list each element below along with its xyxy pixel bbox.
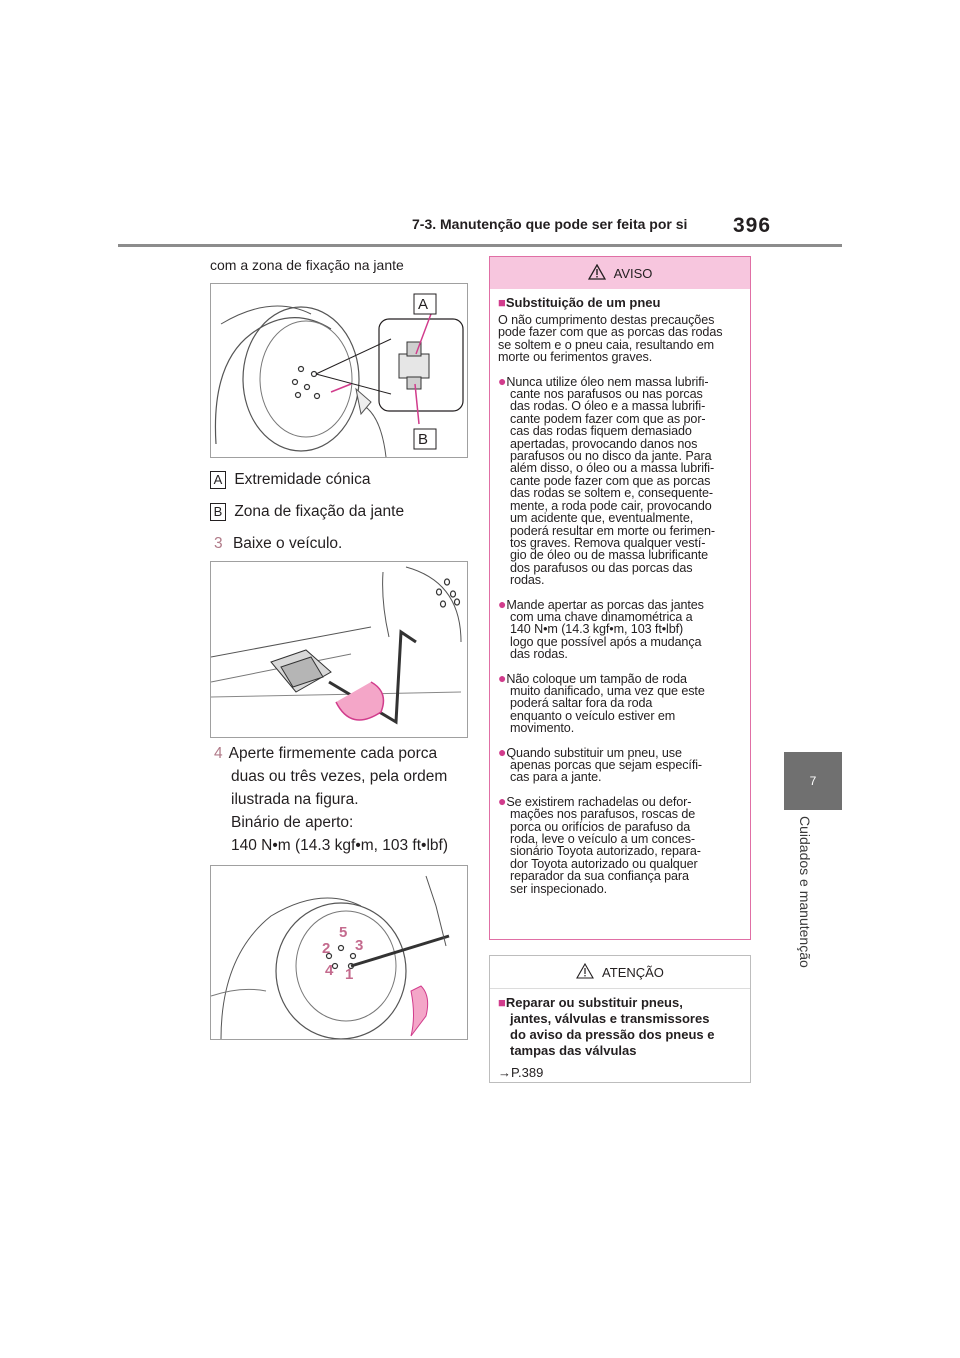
square-bullet-icon: ■ bbox=[498, 295, 506, 310]
notice-body: ■Reparar ou substituir pneus, jantes, vá… bbox=[490, 989, 750, 1081]
step-4-line-5: 140 N•m (14.3 kgf•m, 103 ft•lbf) bbox=[231, 837, 449, 854]
step-3: 3 Baixe o veículo. bbox=[214, 535, 342, 553]
fig1-label-b: B bbox=[418, 431, 429, 448]
header-rule bbox=[118, 244, 842, 247]
step-4-line-4: Binário de aperto: bbox=[231, 814, 354, 831]
warning-heading: ■Substituição de um pneu bbox=[498, 295, 661, 310]
page-reference-link[interactable]: →P.389 bbox=[498, 1065, 544, 1080]
order-2: 2 bbox=[322, 940, 331, 957]
notice-title: ATENÇÃO bbox=[602, 964, 664, 980]
figure-lower-jack bbox=[210, 561, 468, 738]
order-5: 5 bbox=[339, 924, 348, 941]
legend-a-text: Extremidade cónica bbox=[234, 471, 371, 488]
page-number: 396 bbox=[733, 214, 772, 237]
bullet-dot-icon: ● bbox=[498, 372, 507, 389]
step-4-line-1: Aperte firmemente cada porca bbox=[228, 745, 438, 762]
warning-bullet-3: ●Não coloque um tampão de roda muito dan… bbox=[498, 669, 705, 736]
step-3-text: Baixe o veículo. bbox=[232, 535, 343, 552]
bullet-dot-icon: ● bbox=[498, 792, 507, 809]
legend-b: B Zona de fixação da jante bbox=[210, 503, 404, 521]
bullet-dot-icon: ● bbox=[498, 743, 507, 760]
legend-b-text: Zona de fixação da jante bbox=[234, 503, 405, 520]
step-4-number: 4 bbox=[214, 745, 223, 762]
fig1-label-a: A bbox=[418, 296, 429, 313]
legend-a-key: A bbox=[210, 471, 226, 489]
legend-b-key: B bbox=[210, 503, 226, 521]
tighten-order-illustration bbox=[211, 875, 450, 1039]
warning-title: AVISO bbox=[613, 265, 653, 281]
warning-bullet-1: ●Nunca utilize óleo nem massa lubrifi- c… bbox=[498, 372, 715, 588]
order-1: 1 bbox=[345, 966, 354, 983]
step-4-line-3: ilustrada na figura. bbox=[231, 791, 359, 808]
figure-tighten-order: 5 2 3 4 1 bbox=[210, 865, 468, 1040]
bullet-dot-icon: ● bbox=[498, 669, 507, 686]
warning-header: AVISO bbox=[490, 257, 750, 289]
step-4: 4 Aperte firmemente cada porca duas ou tr… bbox=[214, 742, 448, 857]
step-4-line-2: duas ou três vezes, pela ordem bbox=[231, 768, 448, 785]
warning-bullet-5: ●Se existirem rachadelas ou defor- maçõe… bbox=[498, 792, 701, 896]
bullet-dot-icon: ● bbox=[498, 595, 507, 612]
figure-lug-nut: A B bbox=[210, 283, 468, 458]
warning-bullet-4: ●Quando substituir um pneu, use apenas p… bbox=[498, 743, 703, 785]
order-3: 3 bbox=[355, 937, 364, 954]
warning-triangle-icon bbox=[587, 263, 606, 283]
warning-bullet-2: ●Mande apertar as porcas das jantes com … bbox=[498, 595, 704, 662]
square-bullet-icon: ■ bbox=[498, 995, 506, 1010]
legend-a: A Extremidade cónica bbox=[210, 471, 370, 489]
lug-nut-illustration bbox=[214, 293, 464, 457]
section-title: 7-3. Manutenção que pode ser feita por s… bbox=[412, 216, 688, 232]
notice-header: ATENÇÃO bbox=[490, 956, 750, 989]
notice-box: ATENÇÃO ■Reparar ou substituir pneus, ja… bbox=[489, 955, 751, 1083]
order-4: 4 bbox=[325, 962, 334, 979]
lower-jack-illustration bbox=[211, 566, 462, 725]
chapter-tab: 7 bbox=[784, 752, 842, 810]
notice-triangle-icon bbox=[576, 962, 594, 982]
step-3-number: 3 bbox=[214, 535, 223, 552]
warning-box: AVISO ■Substituição de um pneu O não cum… bbox=[489, 256, 751, 940]
chapter-label: Cuidados e manutenção bbox=[797, 816, 813, 968]
intro-text: com a zona de fixação na jante bbox=[210, 257, 404, 273]
